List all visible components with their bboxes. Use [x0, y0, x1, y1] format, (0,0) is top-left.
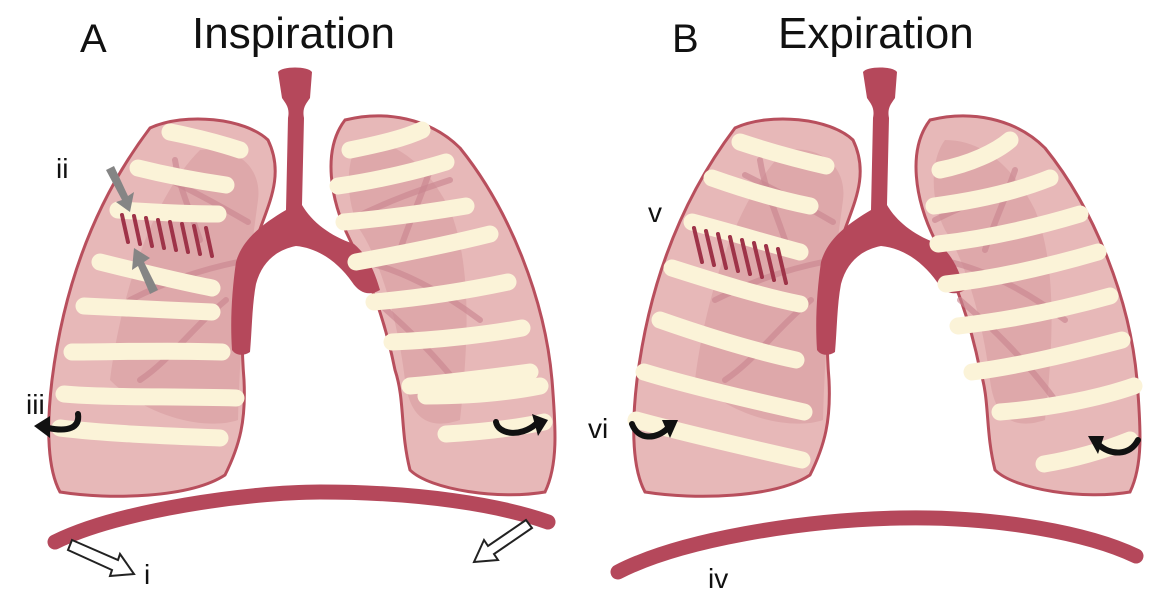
label-vi: vi: [588, 413, 608, 444]
label-iii: iii: [26, 389, 45, 420]
hollow-arrow-right-icon: [474, 520, 532, 562]
label-v: v: [648, 197, 662, 228]
label-ii: ii: [56, 153, 68, 184]
panel-b-diaphragm: [618, 518, 1136, 572]
panel-a: A Inspiration: [26, 9, 555, 590]
panel-b-letter: B: [672, 17, 699, 61]
label-iv: iv: [708, 563, 728, 594]
panel-a-diaphragm-arrows: [68, 520, 532, 576]
panel-b: B Expiration: [588, 9, 1140, 594]
panel-b-title: Expiration: [778, 9, 974, 58]
panel-a-letter: A: [80, 17, 107, 61]
hollow-arrow-left-icon: [68, 540, 134, 576]
panel-a-diaphragm: [55, 492, 548, 542]
panel-a-title: Inspiration: [192, 9, 395, 58]
label-i: i: [144, 559, 150, 590]
